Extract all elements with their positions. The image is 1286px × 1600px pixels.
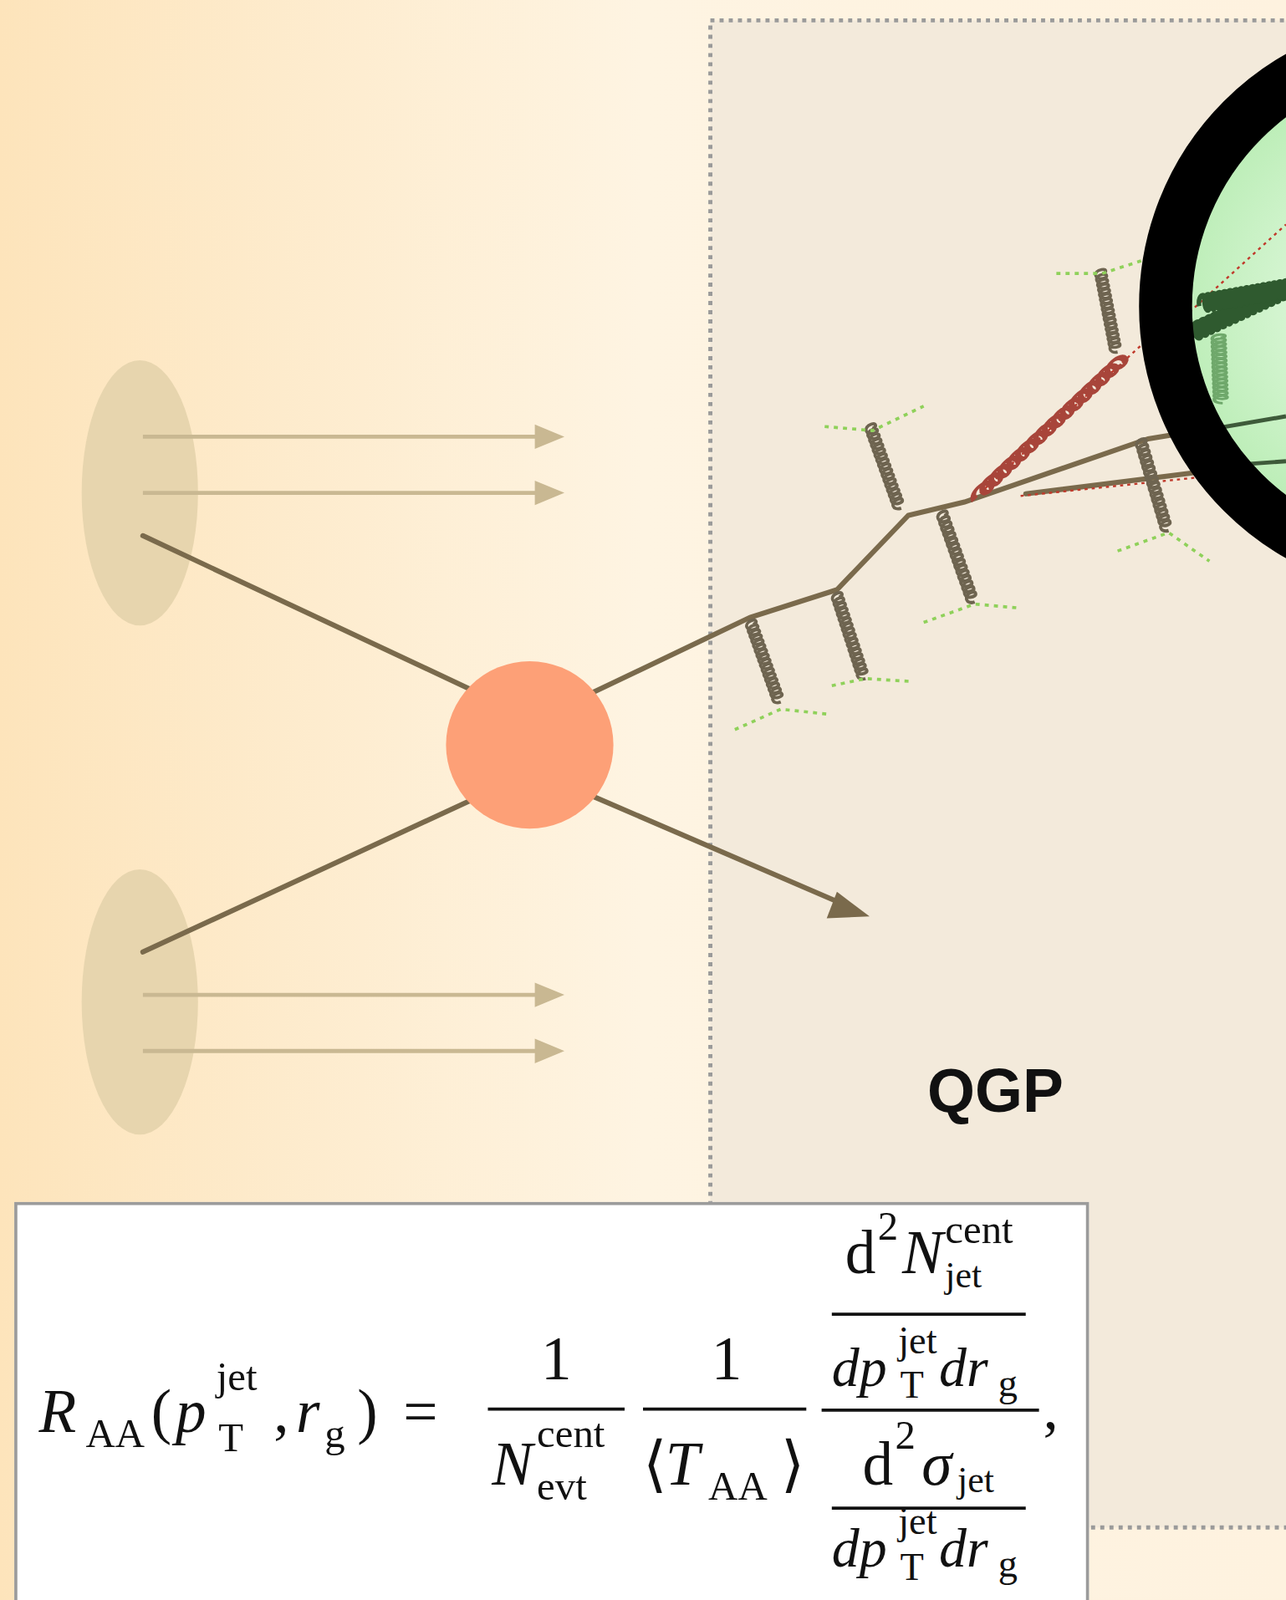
formula-symbol: N bbox=[491, 1433, 533, 1496]
fraction-bars bbox=[487, 1314, 1039, 1509]
formula-symbol: jet bbox=[216, 1356, 258, 1398]
formula-symbol: , bbox=[1042, 1377, 1058, 1440]
formula-symbol: , bbox=[273, 1380, 289, 1442]
formula-symbol: ( bbox=[151, 1380, 172, 1442]
qgp-region-node: QGP bbox=[710, 20, 1286, 1528]
formula-symbol: 1 bbox=[540, 1328, 572, 1390]
formula-symbol: ⟨ bbox=[643, 1433, 668, 1496]
formula-symbol: jet bbox=[957, 1461, 995, 1499]
emitted-gluon bbox=[969, 354, 1128, 504]
formula-symbol: dr bbox=[938, 1520, 989, 1576]
formula-symbol: evt bbox=[536, 1465, 587, 1507]
formula-symbol: T bbox=[218, 1417, 244, 1459]
formula-symbol: N bbox=[902, 1222, 944, 1284]
formula-symbol: p bbox=[175, 1380, 207, 1442]
partons bbox=[142, 416, 1286, 953]
magnifier bbox=[1143, 42, 1286, 570]
region-label: QGP bbox=[927, 1061, 1064, 1123]
formula-symbol: d bbox=[862, 1433, 894, 1496]
formula-symbol: 2 bbox=[877, 1205, 899, 1247]
recoil-arrowhead bbox=[826, 892, 870, 919]
formula-symbol: g bbox=[998, 1363, 1018, 1403]
formula-symbol: T bbox=[900, 1547, 924, 1587]
formula-symbol: dr bbox=[938, 1339, 989, 1395]
formula-symbol: dp bbox=[831, 1339, 888, 1395]
formula-symbol: jet bbox=[898, 1501, 937, 1541]
formula-symbol: r bbox=[295, 1380, 321, 1442]
hard-scattering bbox=[445, 661, 613, 829]
formula-symbol: cent bbox=[944, 1209, 1013, 1251]
formula-symbol: jet bbox=[944, 1257, 982, 1295]
formula-symbol: R bbox=[38, 1380, 77, 1442]
formula-symbol: T bbox=[665, 1433, 700, 1496]
formula-symbol: d bbox=[845, 1222, 877, 1284]
nuclei bbox=[81, 360, 199, 1135]
formula-symbol: AA bbox=[708, 1465, 768, 1507]
formula-symbol: 1 bbox=[711, 1328, 743, 1390]
formula-symbol: g bbox=[998, 1544, 1018, 1583]
medium-gluons bbox=[745, 269, 1173, 705]
formula-symbol: cent bbox=[536, 1413, 605, 1455]
formula-symbol: AA bbox=[86, 1413, 146, 1455]
formula-symbol: ⟩ bbox=[780, 1433, 806, 1496]
formula-symbol: ) bbox=[357, 1380, 378, 1442]
formula-symbol: dp bbox=[831, 1520, 888, 1576]
formula-ground bbox=[14, 1202, 1089, 1600]
formula-box: RAA(pjetT,rg)=1Ncentevt1⟨TAA⟩d2Ncentjetd… bbox=[14, 1202, 1089, 1600]
formula-symbol: g bbox=[324, 1413, 345, 1455]
formula-symbol: 2 bbox=[894, 1414, 915, 1456]
formula-symbol: T bbox=[900, 1365, 924, 1404]
medium-scatterers bbox=[734, 260, 1210, 730]
formula-symbol: jet bbox=[898, 1321, 937, 1360]
formula-symbol: = bbox=[403, 1380, 438, 1442]
formula-symbol: σ bbox=[921, 1433, 952, 1496]
